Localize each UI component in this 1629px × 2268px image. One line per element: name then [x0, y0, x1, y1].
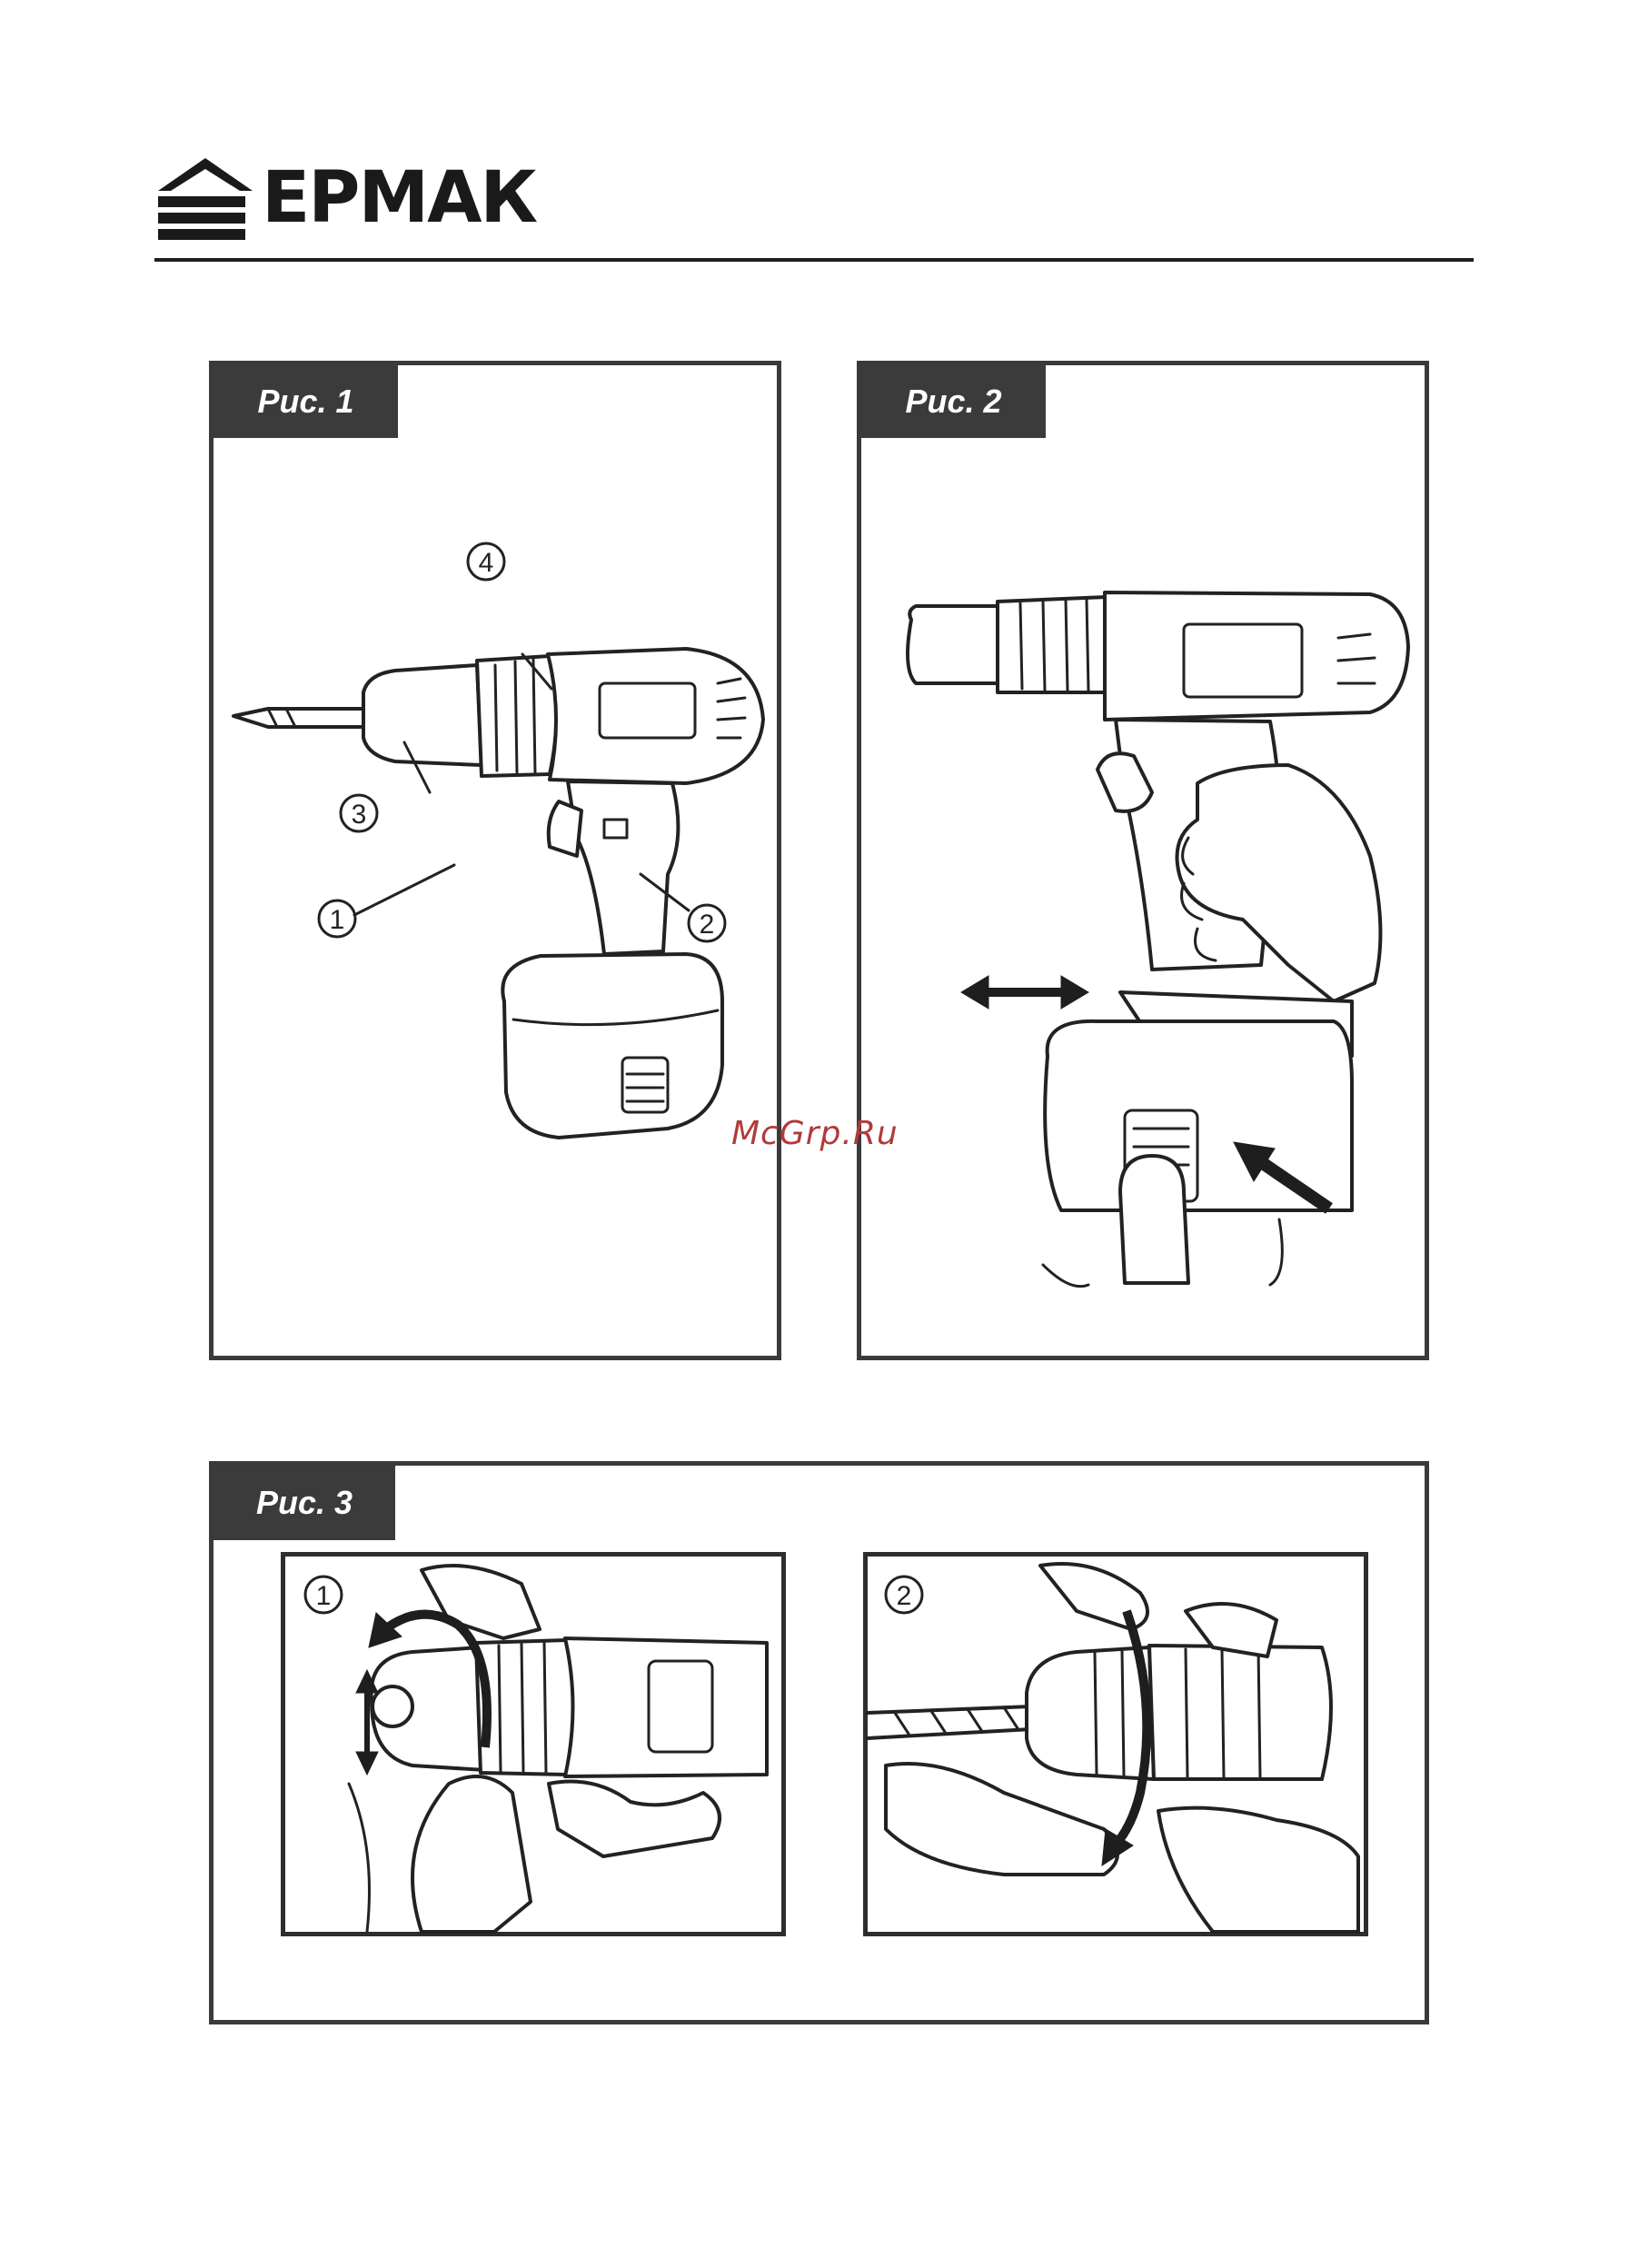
double-arrow-icon: [961, 976, 1088, 1009]
header-divider: [154, 258, 1474, 262]
step-1-subpanel: 1: [281, 1552, 786, 1936]
callout-1: 1: [319, 900, 355, 937]
step-1-arrows: [285, 1557, 781, 1932]
brand-name: ЕРМАК: [262, 163, 536, 234]
figure-2-arrows: [861, 365, 1425, 1356]
figure-3-panel: Рис. 3 1: [209, 1461, 1429, 2024]
watermark-text: McGrp.Ru: [731, 1115, 899, 1152]
brand-logo: ЕРМАК: [154, 153, 536, 244]
figure-2-panel: Рис. 2: [857, 361, 1429, 1360]
callout-4: 4: [468, 543, 504, 580]
push-arrow-icon: [1234, 1142, 1329, 1209]
callout-2-text: 2: [700, 910, 715, 940]
rotate-arrow-icon: [369, 1613, 487, 1747]
figure-1-callouts: 4 3 1 2: [214, 365, 777, 1356]
rotate-arrow-icon: [1102, 1611, 1147, 1865]
double-arrow-icon: [356, 1670, 378, 1775]
callout-3-text: 3: [352, 800, 367, 830]
callout-1-text: 1: [330, 905, 345, 935]
callout-2: 2: [689, 905, 725, 941]
figure-3-label: Рис. 3: [214, 1466, 395, 1540]
callout-4-text: 4: [479, 548, 494, 578]
callout-3: 3: [341, 795, 377, 831]
step-2-arrows: [868, 1557, 1364, 1932]
figure-1-panel: Рис. 1 4: [209, 361, 781, 1360]
step-2-subpanel: 2: [863, 1552, 1368, 1936]
brand-logo-icon: [154, 154, 254, 242]
